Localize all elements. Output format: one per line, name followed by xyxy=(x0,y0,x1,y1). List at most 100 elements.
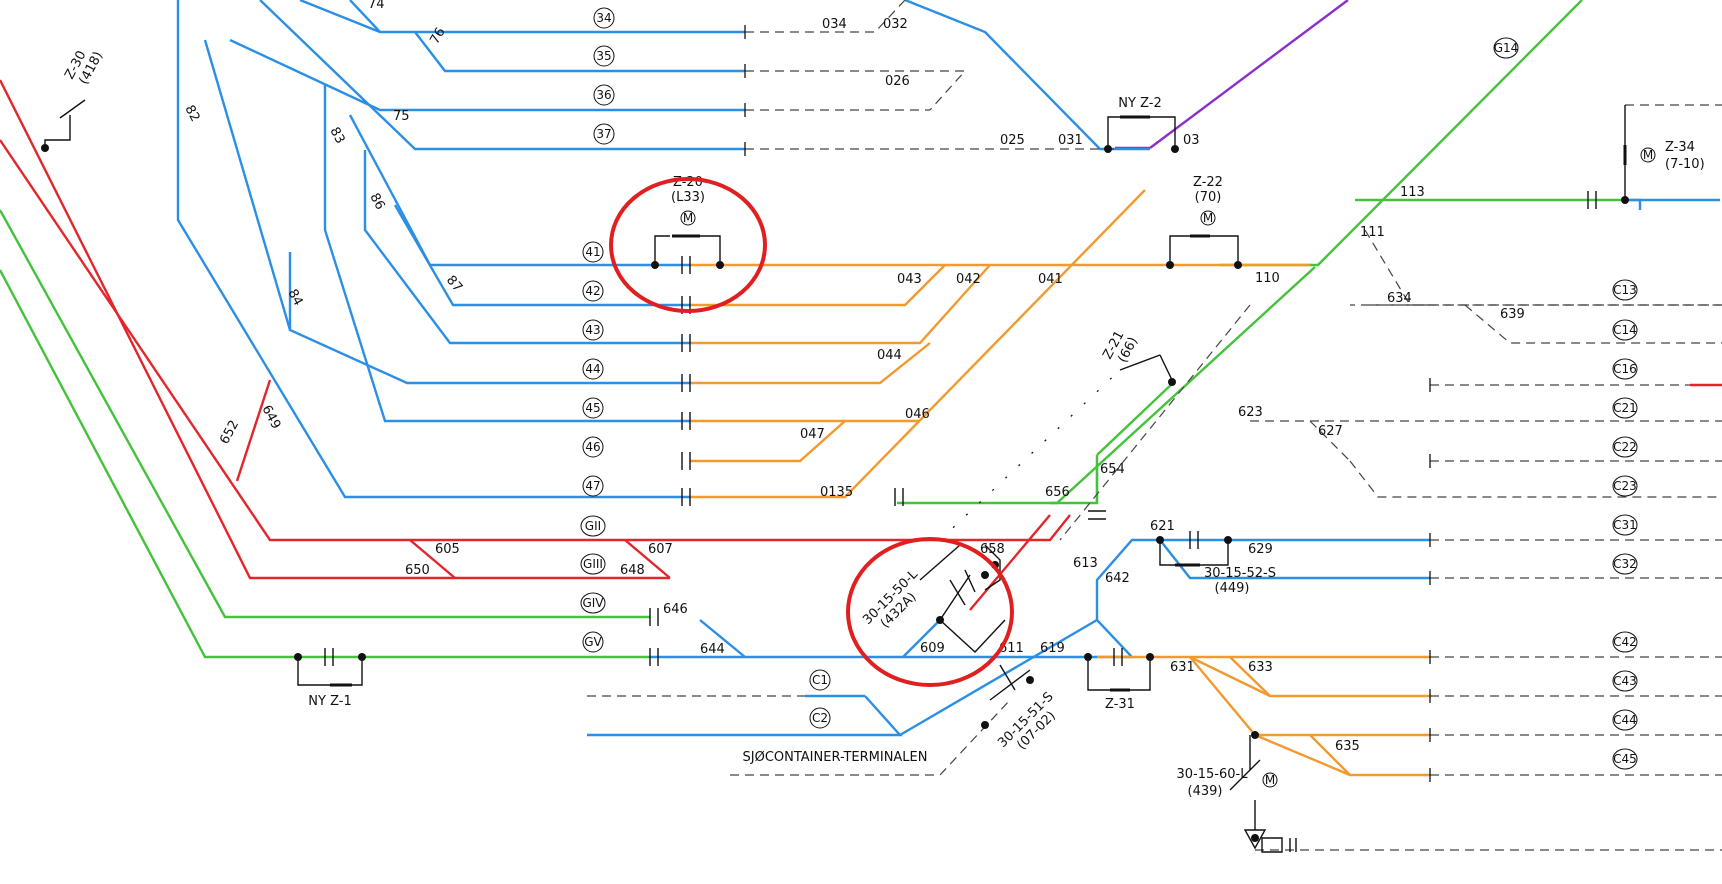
track-label-text: C14 xyxy=(1613,323,1637,337)
switch-number-656: 656 xyxy=(1045,485,1070,500)
switch-number-644: 644 xyxy=(700,642,725,657)
switch-number-648: 648 xyxy=(620,563,645,578)
track-label-41: 41 xyxy=(582,241,604,263)
track-label-34: 34 xyxy=(593,7,615,29)
switch-number-605: 605 xyxy=(435,542,460,557)
z22-name: Z-22 xyxy=(1193,175,1223,190)
dashed-tracks xyxy=(587,0,1722,851)
d301552-sub: (449) xyxy=(1215,581,1250,596)
track-label-giii: GIII xyxy=(580,553,606,575)
switch-number-03: 03 xyxy=(1183,133,1200,148)
z34-name: Z-34 xyxy=(1665,140,1695,155)
switch-number-025: 025 xyxy=(1000,133,1025,148)
z22-sub: (70) xyxy=(1195,190,1222,205)
track-label-42: 42 xyxy=(582,280,604,302)
track-label-c2: C2 xyxy=(809,707,831,729)
track-label-36: 36 xyxy=(593,84,615,106)
switch-number-613: 613 xyxy=(1073,556,1098,571)
track-label-text: C44 xyxy=(1613,713,1637,727)
switch-number-631: 631 xyxy=(1170,660,1195,675)
track-label-text: 45 xyxy=(585,401,600,415)
switch-number-043: 043 xyxy=(897,272,922,287)
track-label-text: C32 xyxy=(1613,557,1637,571)
switch-number-650: 650 xyxy=(405,563,430,578)
track-label-text: 34 xyxy=(596,11,611,25)
track-label-giv: GIV xyxy=(580,592,606,614)
track-label-c32: C32 xyxy=(1612,553,1638,575)
switch-number-026: 026 xyxy=(885,74,910,89)
z31-label: Z-31 xyxy=(1105,697,1135,712)
track-label-text: 42 xyxy=(585,284,600,298)
track-label-c23: C23 xyxy=(1612,475,1638,497)
motor-icons: M M M M xyxy=(680,147,1656,788)
track-label-text: GV xyxy=(584,635,602,649)
switch-number-82: 82 xyxy=(181,103,202,125)
track-label-45: 45 xyxy=(582,397,604,419)
nyz2-label: NY Z-2 xyxy=(1118,96,1161,111)
track-label-text: C31 xyxy=(1613,518,1637,532)
track-label-46: 46 xyxy=(582,436,604,458)
track-label-text: C1 xyxy=(812,673,828,687)
switch-number-619: 619 xyxy=(1040,641,1065,656)
track-label-text: 36 xyxy=(596,88,611,102)
switch-number-041: 041 xyxy=(1038,272,1063,287)
switch-number-86: 86 xyxy=(366,191,387,213)
switch-number-607: 607 xyxy=(648,542,673,557)
track-label-c1: C1 xyxy=(809,669,831,691)
track-label-35: 35 xyxy=(593,45,615,67)
switch-number-84: 84 xyxy=(284,287,305,309)
track-label-c21: C21 xyxy=(1612,397,1638,419)
track-label-text: GII xyxy=(585,519,601,533)
blue-tracks xyxy=(176,0,1720,737)
highlight-ring-301550 xyxy=(846,537,1014,687)
switch-number-110: 110 xyxy=(1255,271,1280,286)
track-label-gv: GV xyxy=(582,631,604,653)
track-label-c13: C13 xyxy=(1612,279,1638,301)
track-label-c16: C16 xyxy=(1612,358,1638,380)
switch-number-646: 646 xyxy=(663,602,688,617)
z21-cable xyxy=(939,369,1121,541)
track-label-text: GIV xyxy=(582,596,604,610)
track-label-47: 47 xyxy=(582,475,604,497)
track-label-text: GIII xyxy=(583,557,603,571)
switch-number-046: 046 xyxy=(905,407,930,422)
track-label-text: C23 xyxy=(1613,479,1637,493)
switch-number-642: 642 xyxy=(1105,571,1130,586)
track-circle-labels: 3435363741424344454647GIIGIIIGIVGVG14C1C… xyxy=(580,7,1638,770)
orange-tracks xyxy=(690,189,1430,777)
switch-number-627: 627 xyxy=(1318,424,1343,439)
switch-number-635: 635 xyxy=(1335,739,1360,754)
track-label-44: 44 xyxy=(582,358,604,380)
track-label-c42: C42 xyxy=(1612,631,1638,653)
track-label-c45: C45 xyxy=(1612,748,1638,770)
track-label-gii: GII xyxy=(580,515,606,537)
switch-number-629: 629 xyxy=(1248,542,1273,557)
switch-number-83: 83 xyxy=(326,125,347,147)
switch-number-76: 76 xyxy=(427,25,448,47)
switch-number-633: 633 xyxy=(1248,660,1273,675)
device-symbols xyxy=(44,99,1627,853)
switch-number-623: 623 xyxy=(1238,405,1263,420)
track-label-text: C21 xyxy=(1613,401,1637,415)
z20-sub: (L33) xyxy=(671,190,705,205)
track-label-text: C42 xyxy=(1613,635,1637,649)
highlight-ring-z20 xyxy=(609,177,767,313)
motor-label: M xyxy=(1265,773,1275,787)
switch-number-044: 044 xyxy=(877,348,902,363)
track-label-c31: C31 xyxy=(1612,514,1638,536)
switch-number-047: 047 xyxy=(800,427,825,442)
track-label-text: C2 xyxy=(812,711,828,725)
track-label-text: 44 xyxy=(585,362,600,376)
track-label-text: C22 xyxy=(1613,440,1637,454)
switch-number-042: 042 xyxy=(956,272,981,287)
d301560-sub: (439) xyxy=(1188,784,1223,799)
d301560-name: 30-15-60-L xyxy=(1177,767,1249,782)
switch-number-75: 75 xyxy=(393,109,410,124)
track-label-text: C16 xyxy=(1613,362,1637,376)
switch-number-032: 032 xyxy=(883,17,908,32)
motor-label: M xyxy=(1203,211,1213,225)
switch-number-0135: 0135 xyxy=(820,485,853,500)
switch-number-654: 654 xyxy=(1100,462,1125,477)
